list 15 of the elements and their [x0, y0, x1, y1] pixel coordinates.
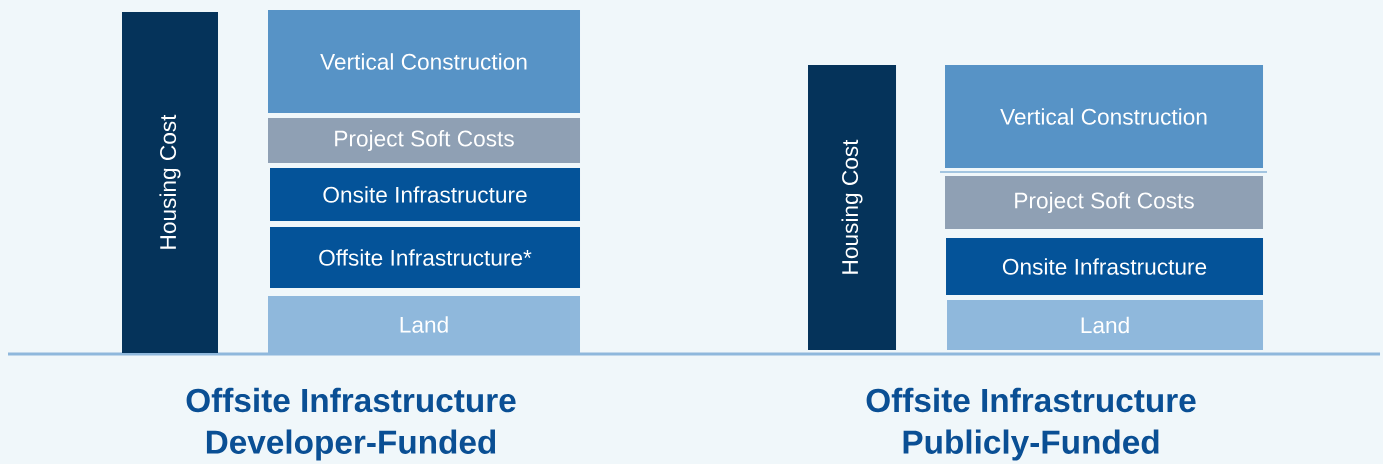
- cost-bar: Housing Cost: [808, 65, 896, 350]
- cost-segment: Project Soft Costs: [945, 176, 1263, 229]
- cost-segment: Offsite Infrastructure*: [270, 227, 580, 288]
- cost-segment: Onsite Infrastructure: [946, 238, 1263, 295]
- heading: Developer-Funded: [206, 429, 496, 461]
- cost-segment: Vertical Construction: [268, 10, 580, 113]
- cost-segment: Land: [947, 300, 1263, 350]
- heading: Offsite Infrastructure: [866, 387, 1196, 413]
- heading: Offsite Infrastructure: [186, 387, 516, 413]
- cost-segment: Onsite Infrastructure: [270, 168, 580, 221]
- heading: Publicly-Funded: [903, 429, 1159, 461]
- cost-bar: Housing Cost: [122, 12, 218, 353]
- cost-segment: Land: [268, 296, 580, 353]
- cost-segment: Project Soft Costs: [268, 118, 580, 163]
- cost-segment: Vertical Construction: [945, 65, 1263, 168]
